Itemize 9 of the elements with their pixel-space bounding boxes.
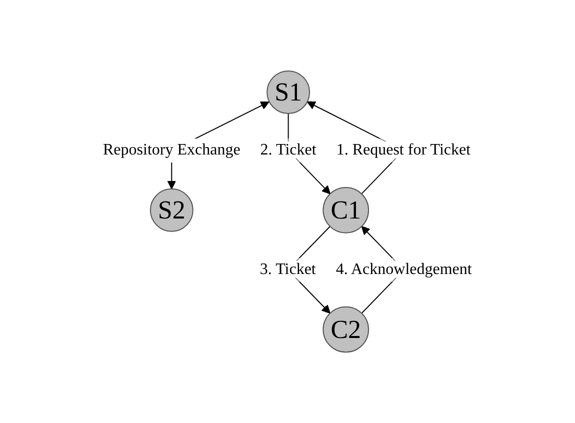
node-circle: C1 <box>322 186 370 234</box>
node-circle: S2 <box>150 188 194 232</box>
node-circle: S1 <box>266 70 310 114</box>
node-circle: C2 <box>322 306 370 353</box>
edge-label: 2. Ticket <box>260 141 316 158</box>
edge-label: 1. Request for Ticket <box>336 141 471 158</box>
edge-label: 4. Acknowledgement <box>336 260 472 278</box>
edge-label: Repository Exchange <box>103 141 240 158</box>
edge-label: 3. Ticket <box>260 260 316 278</box>
